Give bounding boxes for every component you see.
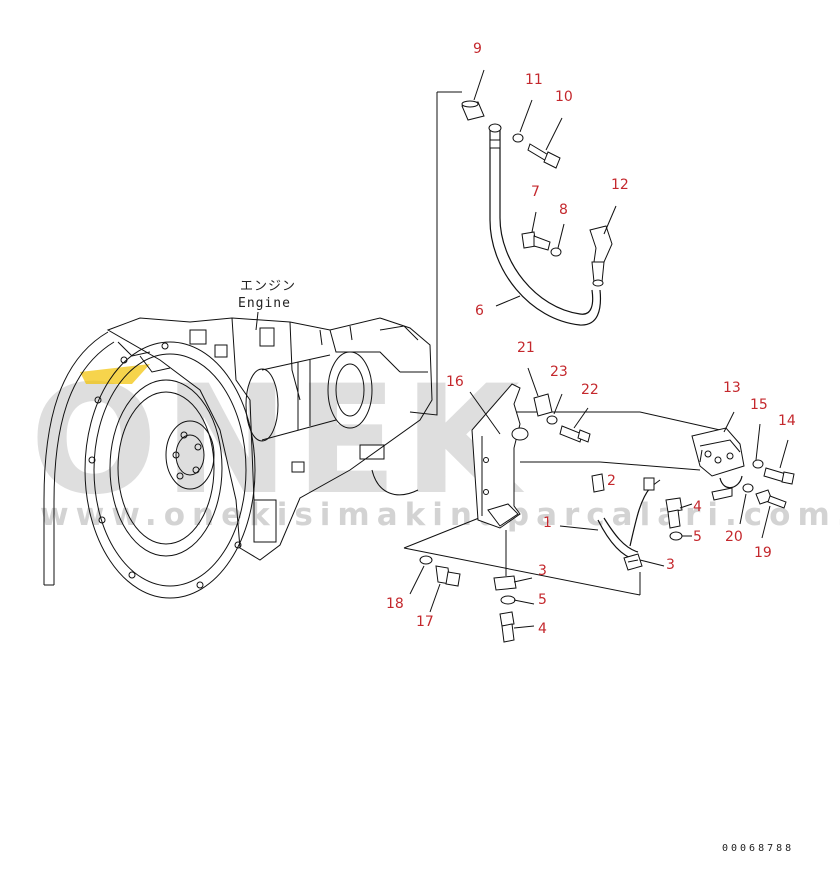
callout-15: 15 bbox=[750, 397, 768, 413]
bolt-part-14 bbox=[763, 467, 795, 485]
callout-4-upper: 4 bbox=[693, 499, 702, 515]
hose-assembly bbox=[461, 100, 613, 326]
clamp-part-3-lower bbox=[493, 575, 517, 591]
engine-label-japanese: エンジン bbox=[240, 279, 296, 294]
washer-part-15 bbox=[752, 459, 764, 469]
callout-1: 1 bbox=[543, 515, 552, 531]
callout-21: 21 bbox=[517, 340, 535, 356]
callout-13: 13 bbox=[723, 380, 741, 396]
cap-part-2 bbox=[591, 473, 605, 493]
washer-part-11 bbox=[512, 133, 524, 143]
washer-part-5-lower bbox=[500, 595, 516, 605]
washer-part-23 bbox=[546, 415, 558, 425]
callout-9: 9 bbox=[473, 41, 482, 57]
bolt-part-17 bbox=[435, 565, 461, 587]
clip-part-21 bbox=[533, 393, 553, 417]
callout-11: 11 bbox=[525, 72, 543, 88]
washer-part-18 bbox=[419, 555, 433, 565]
callout-4-lower: 4 bbox=[538, 621, 547, 637]
washer-part-5-upper bbox=[669, 531, 683, 541]
callout-3-lower: 3 bbox=[538, 563, 547, 579]
valve-part-13 bbox=[691, 427, 745, 477]
bolt-part-22 bbox=[559, 425, 591, 443]
elbow-part-12 bbox=[589, 225, 613, 287]
engine-label-leader bbox=[255, 311, 259, 331]
callout-22: 22 bbox=[581, 382, 599, 398]
bolt-part-4-lower bbox=[499, 611, 515, 643]
callout-5-lower: 5 bbox=[538, 592, 547, 608]
callout-3-right: 3 bbox=[666, 557, 675, 573]
callout-5-upper: 5 bbox=[693, 529, 702, 545]
callout-6: 6 bbox=[475, 303, 484, 319]
document-number: 00068788 bbox=[722, 843, 794, 854]
engine-label-english: Engine bbox=[238, 296, 291, 311]
bolt-part-4-upper bbox=[665, 497, 683, 529]
callout-16: 16 bbox=[446, 374, 464, 390]
bottom-hardware bbox=[419, 530, 517, 643]
callout-numbers: 9 11 10 7 8 12 6 21 23 22 16 13 15 14 2 … bbox=[386, 41, 796, 637]
callout-8: 8 bbox=[559, 202, 568, 218]
callout-19: 19 bbox=[754, 545, 772, 561]
callout-20: 20 bbox=[725, 529, 743, 545]
reference-lines bbox=[403, 91, 721, 596]
callout-18: 18 bbox=[386, 596, 404, 612]
callout-14: 14 bbox=[778, 413, 796, 429]
callout-7: 7 bbox=[531, 184, 540, 200]
callout-17: 17 bbox=[416, 614, 434, 630]
callout-2: 2 bbox=[607, 473, 616, 489]
watermark-url: www.onekisimakinaparcalari.com.tr bbox=[40, 497, 840, 533]
engine-assembly bbox=[43, 317, 433, 599]
callout-23: 23 bbox=[550, 364, 568, 380]
bracket-assembly bbox=[471, 383, 795, 571]
callout-10: 10 bbox=[555, 89, 573, 105]
bolt-part-19 bbox=[755, 489, 787, 509]
bolt-part-7 bbox=[521, 231, 551, 251]
sleeve-part-9 bbox=[461, 100, 485, 121]
callout-leaders bbox=[409, 69, 789, 629]
bolt-part-10 bbox=[527, 143, 561, 169]
callout-12: 12 bbox=[611, 177, 629, 193]
washer-part-20 bbox=[742, 483, 754, 493]
clamp-part-3-right bbox=[623, 553, 643, 571]
washer-part-8 bbox=[550, 247, 562, 257]
